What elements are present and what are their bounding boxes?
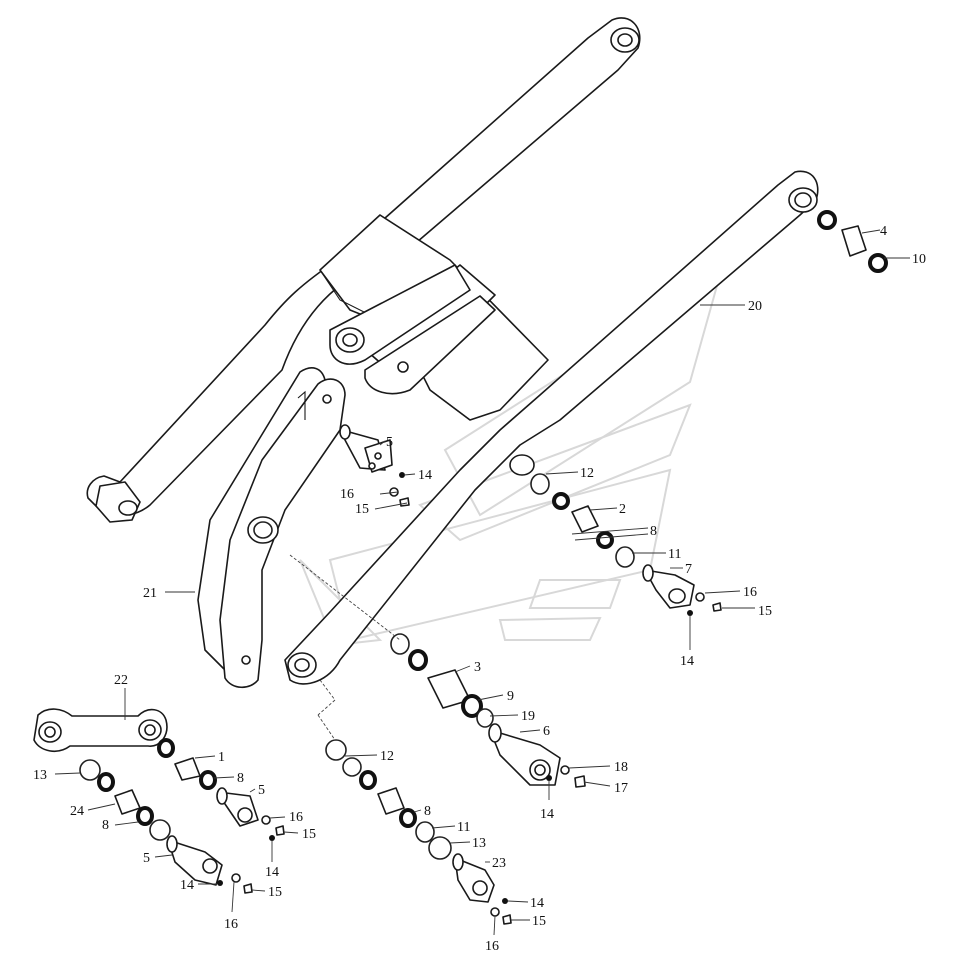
link-bar	[33, 708, 168, 753]
callout-10: 10	[912, 252, 926, 267]
boom-arm-main	[284, 170, 819, 685]
callout-12: 12	[580, 466, 594, 481]
callout-5: 5	[386, 435, 393, 450]
linkage-plate	[329, 264, 496, 395]
callout-15: 15	[532, 914, 546, 929]
callout-5: 5	[258, 783, 265, 798]
bellcrank	[197, 367, 346, 689]
callout-20: 20	[748, 299, 762, 314]
callout-16: 16	[289, 810, 303, 825]
callout-4: 4	[880, 224, 887, 239]
right-pin-group	[530, 473, 722, 616]
callout-16: 16	[340, 487, 354, 502]
callout-11: 11	[457, 820, 470, 835]
center-pin-group	[390, 633, 586, 788]
callout-8: 8	[237, 771, 244, 786]
callout-15: 15	[355, 502, 369, 517]
callout-16: 16	[485, 939, 499, 954]
pin-upper	[339, 424, 410, 507]
callout-2: 2	[619, 502, 626, 517]
callout-14: 14	[540, 807, 554, 822]
callout-14: 14	[418, 468, 432, 483]
callout-14: 14	[680, 654, 694, 669]
callout-21: 21	[143, 586, 157, 601]
callout-17: 17	[614, 781, 628, 796]
callout-15: 15	[758, 604, 772, 619]
callout-labels: 4 10 20 5 14 16 15 12 2 8 11 7 16 15 14 …	[33, 224, 926, 954]
leader-lines	[54, 229, 910, 936]
callout-9: 9	[507, 689, 514, 704]
callout-7: 7	[685, 562, 692, 577]
callout-3: 3	[474, 660, 481, 675]
callout-8: 8	[650, 524, 657, 539]
callout-11: 11	[668, 547, 681, 562]
top-right-bushing-group	[817, 210, 888, 273]
callout-5: 5	[143, 851, 150, 866]
callout-6: 6	[543, 724, 550, 739]
callout-13: 13	[472, 836, 486, 851]
callout-16: 16	[224, 917, 238, 932]
callout-22: 22	[114, 673, 128, 688]
callout-24: 24	[70, 804, 84, 819]
callout-15: 15	[302, 827, 316, 842]
callout-19: 19	[521, 709, 535, 724]
callout-15: 15	[268, 885, 282, 900]
callout-14: 14	[180, 878, 194, 893]
callout-23: 23	[492, 856, 506, 871]
lower-left-pin-group	[79, 738, 285, 894]
callout-14: 14	[530, 896, 544, 911]
callout-14: 14	[265, 865, 279, 880]
callout-16: 16	[743, 585, 757, 600]
callout-1: 1	[218, 750, 225, 765]
callout-13: 13	[33, 768, 47, 783]
callout-8: 8	[102, 818, 109, 833]
callout-8: 8	[424, 804, 431, 819]
callout-12: 12	[380, 749, 394, 764]
lower-center-pin-group	[325, 739, 512, 925]
callout-18: 18	[614, 760, 628, 775]
